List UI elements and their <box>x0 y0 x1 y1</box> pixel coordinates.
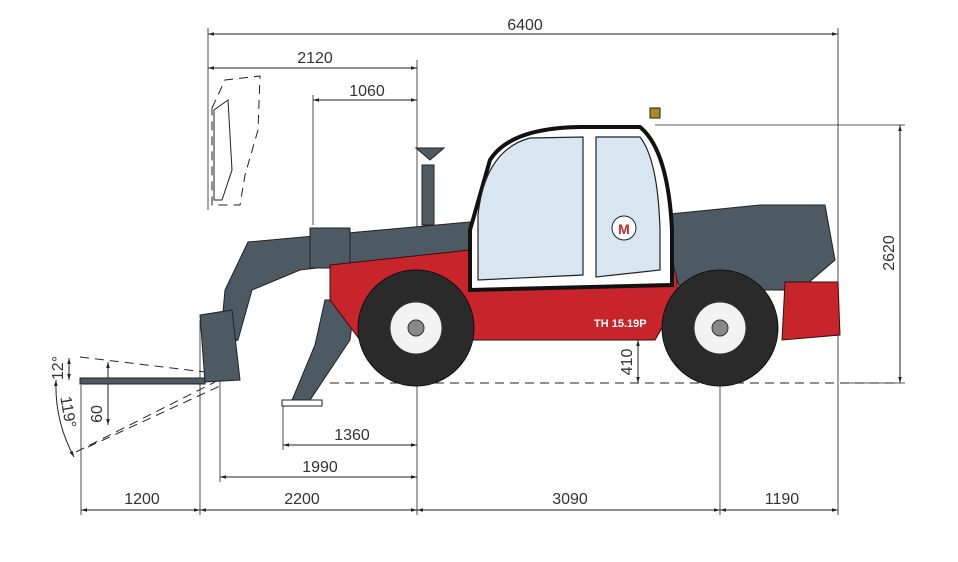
dim-fork-thickness: 60 <box>89 405 106 423</box>
rear-wheel <box>661 269 779 387</box>
dim-carriage-to-axle: 1990 <box>302 459 338 476</box>
dim-rear-overhang: 1190 <box>765 491 800 508</box>
dim-front-overhang: 2200 <box>284 491 320 508</box>
dim-wheelbase: 3090 <box>552 491 588 508</box>
dim-overall-length: 6400 <box>507 17 543 34</box>
rear-counterweight <box>781 281 841 341</box>
dim-boom-reach-inner: 1060 <box>349 83 385 100</box>
manufacturer-logo <box>611 215 637 241</box>
dim-boom-reach-upper: 2120 <box>297 50 333 67</box>
dim-overall-height: 2620 <box>881 235 898 271</box>
dim-ground-clearance: 410 <box>619 349 636 376</box>
front-wheel <box>357 269 475 387</box>
model-badge: TH 15.19P <box>594 318 647 330</box>
beacon-light <box>649 107 661 119</box>
logo-letter: M <box>618 221 630 237</box>
dim-fork-length: 1200 <box>124 491 160 508</box>
dimension-lines <box>53 32 902 512</box>
dim-fork-tilt-down: 119° <box>56 395 78 429</box>
dim-fork-tilt-up: 12° <box>50 356 67 380</box>
exhaust-stack <box>414 147 446 226</box>
raised-carriage-outline <box>211 75 261 206</box>
operator-cab: M <box>468 107 674 293</box>
forks <box>75 356 223 453</box>
dim-stabiliser-reach: 1360 <box>334 427 370 444</box>
